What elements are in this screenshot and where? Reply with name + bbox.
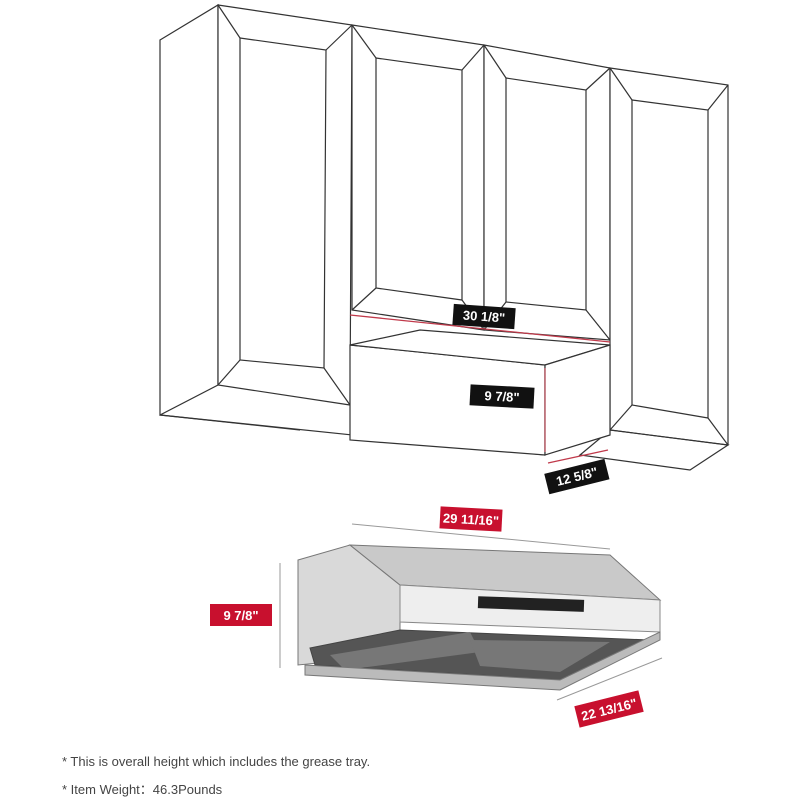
hood-height-text: 9 7/8"	[223, 608, 258, 623]
cabinet-height-label: 9 7/8"	[469, 384, 535, 409]
kitchen-cabinets	[159, 3, 730, 471]
grease-filter	[470, 640, 610, 672]
overall-height-note: * This is overall height which includes …	[62, 754, 371, 769]
grease-filter	[330, 632, 480, 670]
item-weight-note: * Item Weight：46.3Pounds	[62, 782, 223, 797]
cabinet-width-text: 30 1/8"	[462, 308, 505, 326]
hood-width-label: 29 11/16"	[439, 506, 503, 532]
cabinet-depth-label: 12 5/8"	[544, 458, 610, 495]
control-panel	[477, 596, 585, 612]
cabinet-width-label: 30 1/8"	[452, 303, 516, 330]
range-hood	[297, 544, 662, 691]
hood-width-text: 29 11/16"	[443, 511, 500, 529]
hood-depth-label: 22 13/16"	[574, 690, 644, 728]
cabinet-height-text: 9 7/8"	[484, 388, 520, 405]
hood-height-label: 9 7/8"	[210, 604, 272, 626]
